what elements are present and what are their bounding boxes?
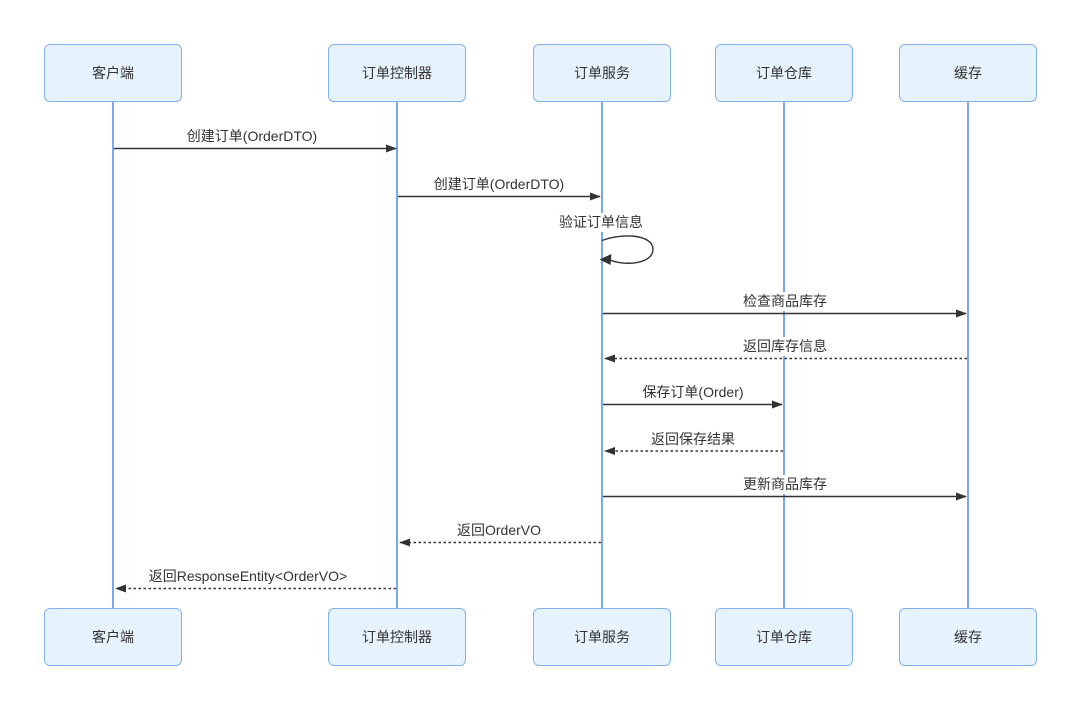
self-loop-arrowhead	[599, 254, 612, 265]
actor-order-controller-top: 订单控制器	[328, 44, 466, 102]
message-label-save-order: 保存订单(Order)	[640, 383, 746, 402]
message-label-return-save-result: 返回保存结果	[649, 430, 737, 449]
message-label-check-stock: 检查商品库存	[741, 292, 829, 311]
actor-order-service-top: 订单服务	[533, 44, 671, 102]
message-label-return-ordervo: 返回OrderVO	[454, 521, 544, 540]
actor-cache-top: 缓存	[899, 44, 1037, 102]
actor-client-bottom: 客户端	[44, 608, 182, 666]
actor-cache-bottom: 缓存	[899, 608, 1037, 666]
actor-order-controller-bottom: 订单控制器	[328, 608, 466, 666]
self-loop-validate-order	[601, 235, 654, 264]
actor-order-service-bottom: 订单服务	[533, 608, 671, 666]
actor-client-top: 客户端	[44, 44, 182, 102]
message-label-return-stock-info: 返回库存信息	[741, 337, 829, 356]
actor-order-repository-top: 订单仓库	[715, 44, 853, 102]
message-label-update-stock: 更新商品库存	[741, 475, 829, 494]
actor-order-repository-bottom: 订单仓库	[715, 608, 853, 666]
message-label-validate-order: 验证订单信息	[557, 213, 645, 232]
message-label-create-order-1: 创建订单(OrderDTO)	[184, 127, 320, 146]
message-label-return-responseentity: 返回ResponseEntity<OrderVO>	[146, 567, 350, 586]
message-label-create-order-2: 创建订单(OrderDTO)	[431, 175, 567, 194]
